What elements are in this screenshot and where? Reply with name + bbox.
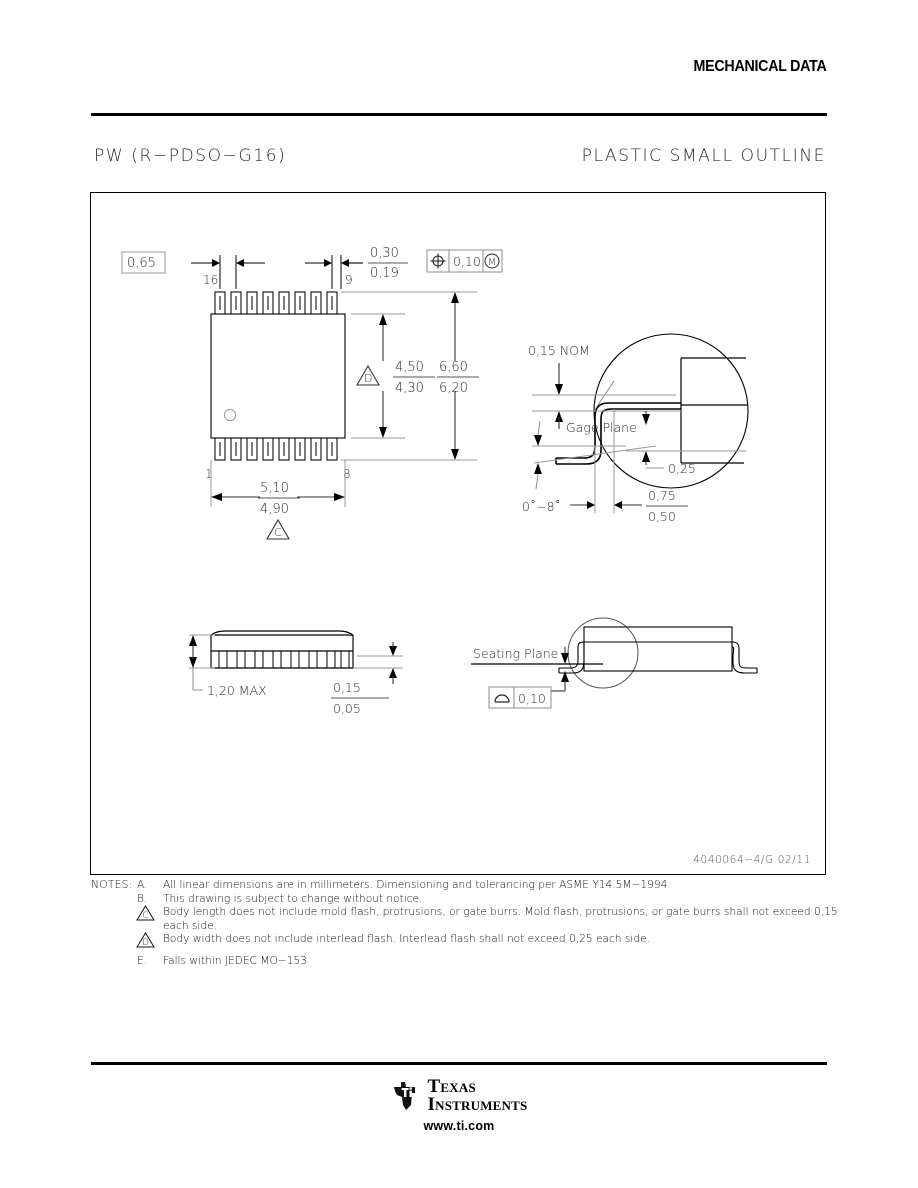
note-item-e: E. Falls within JEDEC MO−153 [137, 955, 851, 969]
note-item-b: B. This drawing is subject to change wit… [137, 893, 851, 907]
pitch-value-box: 0,65 [121, 251, 166, 274]
body-width-min: 4,30 [395, 381, 424, 396]
seating-lead-left [558, 641, 585, 674]
page-title: MECHANICAL DATA [693, 58, 826, 75]
package-body-outline [210, 313, 346, 439]
body-length-max: 5,10 [260, 481, 289, 496]
note-text-c: Body length does not include mold flash,… [163, 906, 838, 932]
standoff-max: 0,15 [333, 680, 361, 695]
pin-label-8: 8 [343, 467, 351, 481]
note-item-c: C Body length does not include mold flas… [136, 905, 851, 933]
note-ref-c-label: C [274, 526, 282, 539]
seating-plane-label: Seating Plane [473, 646, 558, 661]
body-width-max: 4,50 [395, 360, 424, 375]
overall-width-max: 6,60 [439, 360, 468, 375]
note-item-a: A. All linear dimensions are in millimet… [137, 879, 851, 893]
gage-plane-label: Gage Plane [566, 420, 637, 435]
notes-label: NOTES: [91, 879, 133, 891]
note-key-b: B. [137, 892, 148, 905]
top-lead-row [214, 291, 338, 315]
lead-angle-label: 0˚−8˚ [522, 499, 561, 514]
standoff-min: 0,05 [333, 701, 361, 716]
pitch-dimension [191, 259, 265, 267]
side-view-leads [218, 650, 350, 669]
bottom-lead-row [214, 437, 338, 461]
note-triangle-d-icon: D [136, 932, 155, 948]
pin-label-16: 16 [203, 273, 218, 287]
ti-url: www.ti.com [423, 1118, 495, 1133]
note-ref-c-triangle: C [266, 518, 290, 540]
body-width-dimension: 4,50 4,30 [351, 313, 435, 439]
lead-width-values: 0,30 0,19 [368, 246, 408, 281]
package-code: PW (R−PDSO−G16) [94, 146, 287, 166]
lead-foot-min: 0,50 [648, 509, 676, 524]
gage-height-dimension: 0,25 [642, 411, 696, 476]
lead-foot-max: 0,75 [648, 488, 676, 503]
header-rule [91, 113, 827, 116]
ti-brand-line1: Texas [427, 1076, 476, 1097]
gage-offset-label: 0,15 NOM [528, 343, 590, 358]
note-key-d: D [136, 932, 163, 949]
overall-width-dimension: 6,60 6,20 [341, 291, 479, 461]
note-text-a: All linear dimensions are in millimeters… [163, 879, 671, 891]
lead-foot-dimension: 0,75 0,50 [570, 409, 688, 524]
note-text-d: Body width does not include interlead fl… [163, 933, 650, 946]
footer-rule [91, 1062, 827, 1065]
note-ref-d-label: D [364, 372, 372, 385]
notes-block: NOTES: A. All linear dimensions are in m… [91, 879, 851, 969]
pin-label-1: 1 [205, 467, 213, 481]
drawing-frame: 0,65 0,30 0,19 0,10 [90, 192, 826, 875]
gage-offset-dimension: 0,15 NOM [528, 343, 590, 429]
body-length-min: 4,90 [260, 502, 289, 517]
note-text-e: Falls within JEDEC MO−153 [163, 954, 307, 967]
drawing-number: 4040064−4/G 02/11 [693, 854, 811, 866]
ti-logo: Texas Instruments www.ti.com [0, 1076, 918, 1133]
side-view-body [210, 630, 354, 669]
height-dimension: 1,20 MAX [189, 634, 267, 698]
note-triangle-c-label: C [142, 911, 148, 921]
position-control-frame: 0,10 M [426, 249, 503, 273]
position-tolerance-value: 0,10 [453, 254, 481, 269]
note-ref-d-triangle: D [356, 364, 380, 386]
overall-width-min: 6,20 [439, 381, 468, 396]
pitch-value: 0,65 [127, 256, 156, 271]
note-triangle-d-label: D [142, 938, 149, 948]
note-triangle-c-icon: C [136, 905, 155, 921]
height-max-label: 1,20 MAX [207, 683, 267, 698]
flatness-value: 0,10 [518, 691, 546, 706]
seating-lead-right [731, 641, 758, 674]
gage-height-value: 0,25 [668, 461, 696, 476]
ti-brand-line2: Instruments [427, 1094, 528, 1116]
lead-width-max: 0,30 [370, 246, 399, 261]
package-description: PLASTIC SMALL OUTLINE [581, 146, 826, 166]
note-key-c: C [136, 905, 163, 933]
standoff-dimension: 0,15 0,05 [331, 642, 403, 716]
flatness-control-frame: 0,10 [488, 686, 552, 709]
seating-body [583, 626, 733, 672]
pin-label-9: 9 [345, 273, 353, 287]
side-view-drawing: 1,20 MAX 0,15 0,05 [189, 630, 403, 716]
texas-instruments-logo-icon [393, 1082, 415, 1111]
lead-width-dimension [305, 259, 363, 267]
note-key-a: A. [137, 879, 148, 891]
seating-plane-view: Seating Plane 0,10 [471, 617, 758, 709]
position-symbol [430, 253, 446, 269]
note-text-b: This drawing is subject to change withou… [163, 892, 423, 905]
lead-profile [555, 402, 681, 465]
mmc-modifier-icon: M [484, 253, 500, 269]
gage-plane-detail-view: 0,15 NOM Gage Plane 0˚−8˚ 0,2 [522, 333, 749, 524]
profile-surface-icon [494, 694, 510, 703]
note-item-d: D Body width does not include interlead … [136, 932, 851, 949]
body-length-dimension: 5,10 4,90 [210, 460, 346, 517]
lead-width-min: 0,19 [370, 266, 399, 281]
top-view-drawing: 0,65 0,30 0,19 0,10 [121, 246, 503, 540]
svg-text:M: M [488, 257, 496, 268]
note-key-e: E. [137, 954, 148, 967]
